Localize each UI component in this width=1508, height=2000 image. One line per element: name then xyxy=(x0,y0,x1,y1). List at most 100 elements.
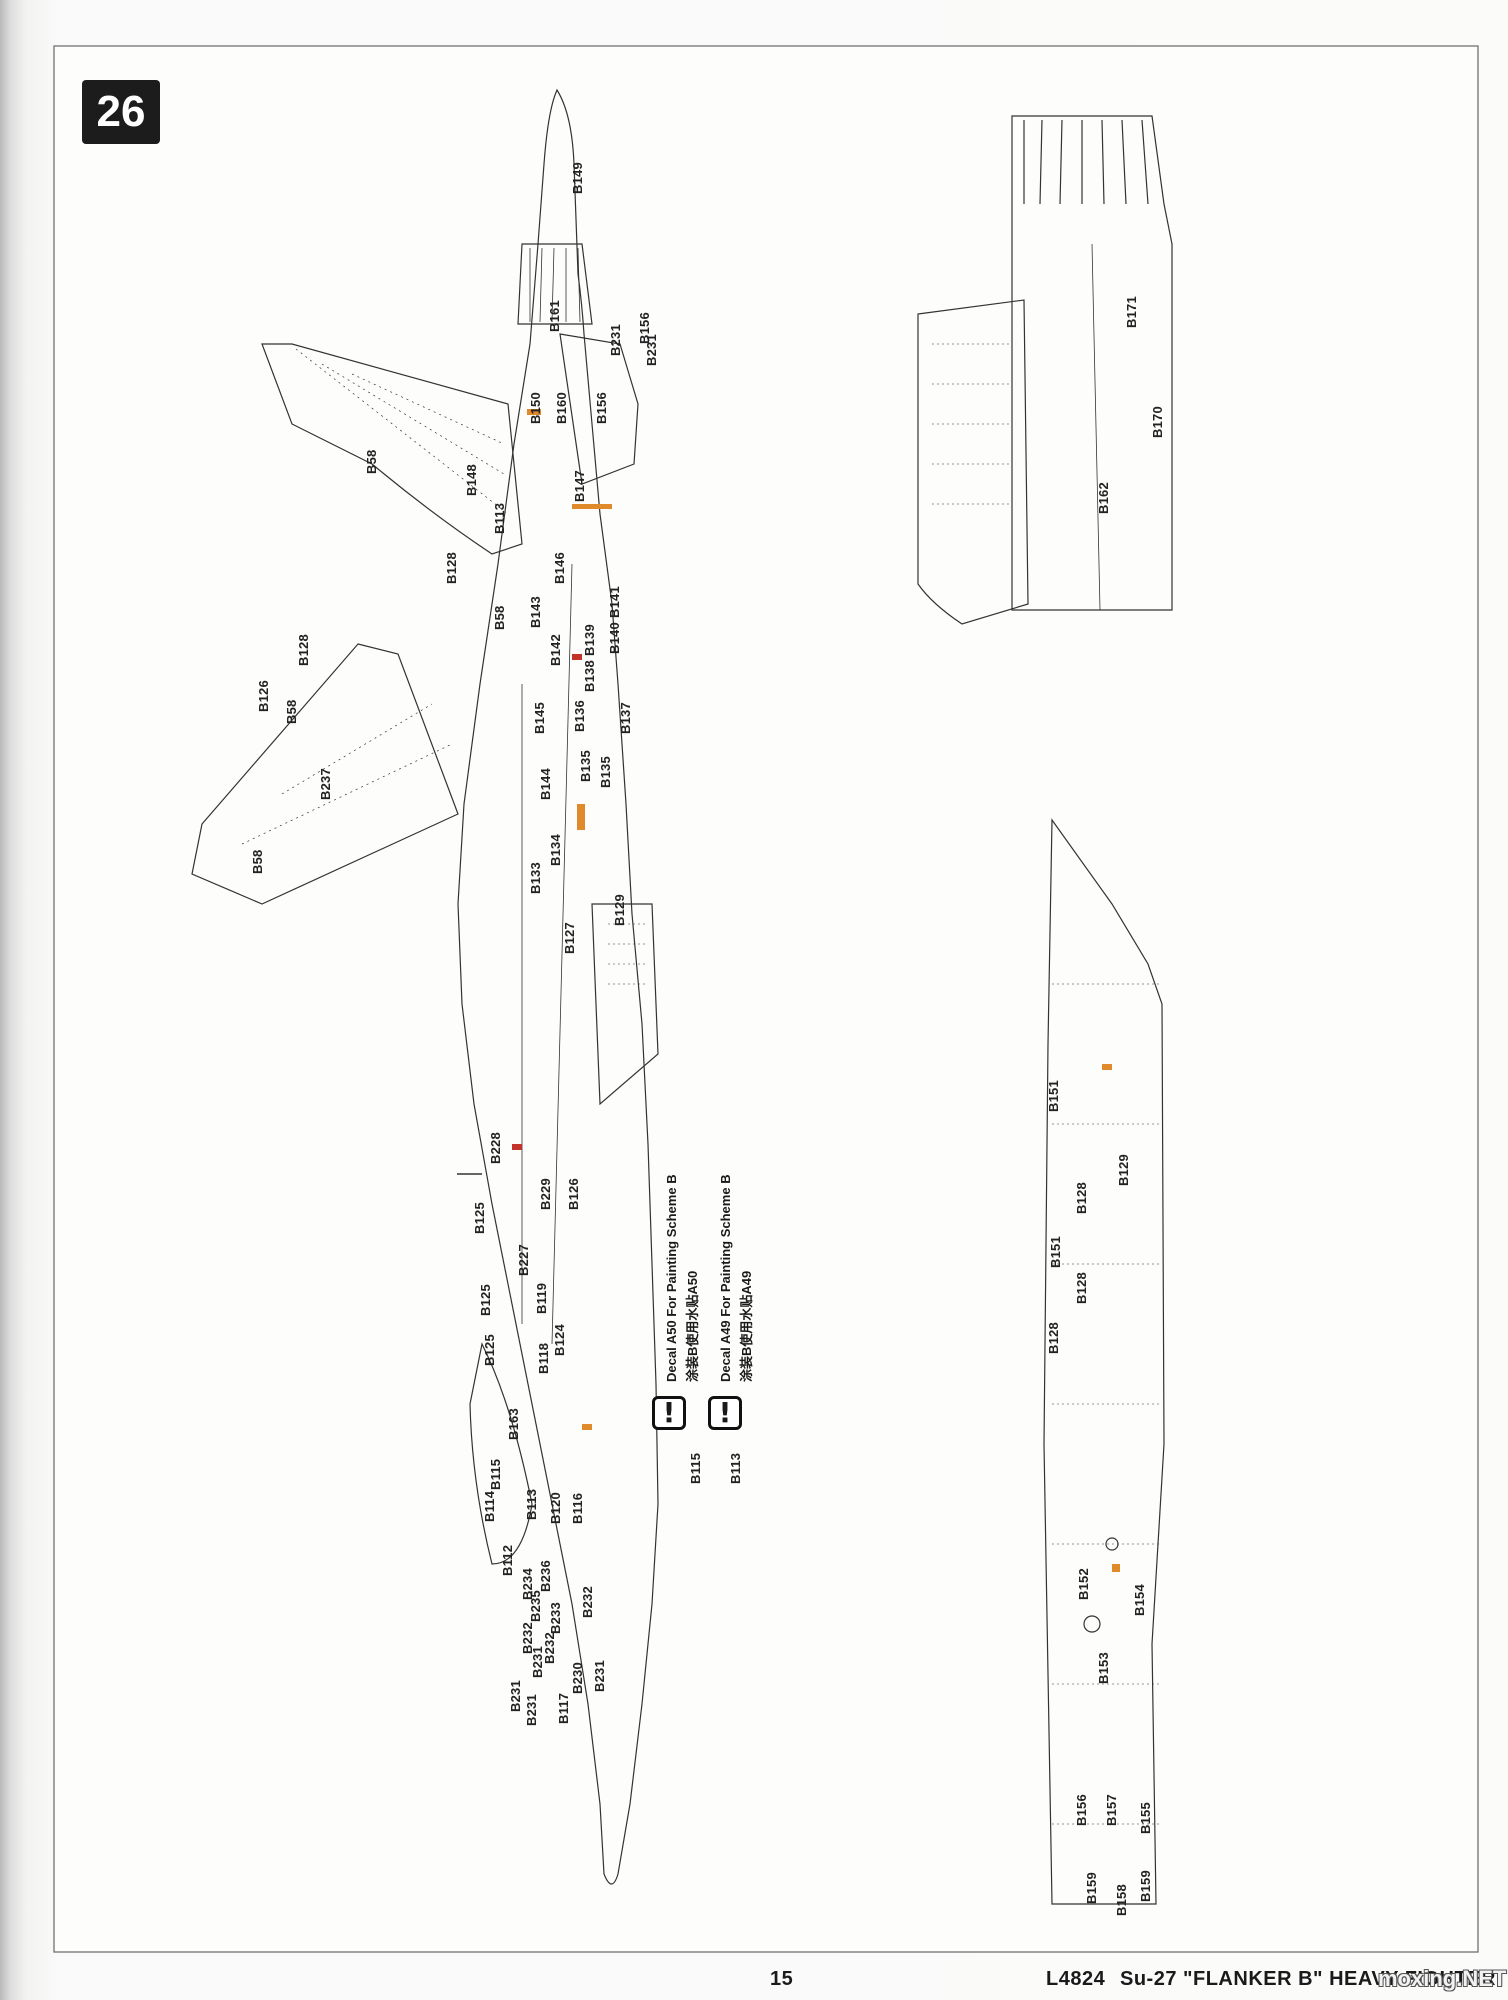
callout-label: B233 xyxy=(548,1602,563,1634)
callout-label: B142 xyxy=(548,634,563,666)
callout-label: B231 xyxy=(644,334,659,366)
callout-label: B58 xyxy=(492,605,507,630)
warning-icon: ! xyxy=(652,1396,686,1430)
callout-label: B159 xyxy=(1138,1870,1153,1902)
callout-label: B124 xyxy=(552,1324,567,1356)
callout-label: B136 xyxy=(572,700,587,732)
wing-upper xyxy=(261,343,523,555)
callout-label: B157 xyxy=(1104,1794,1119,1826)
callout-label: B237 xyxy=(318,768,333,800)
callout-label: B148 xyxy=(464,464,479,496)
wing-lower xyxy=(191,643,459,905)
callout-label: B141 xyxy=(607,586,622,618)
note-text-cn: 涂装B使用水贴A49 xyxy=(739,1270,754,1382)
callout-label: B150 xyxy=(528,392,543,424)
callout-label: B159 xyxy=(1084,1872,1099,1904)
callout-label: B145 xyxy=(532,702,547,734)
watermark: moxing.NET xyxy=(1378,1966,1507,1991)
callout-label: B149 xyxy=(570,162,585,194)
callout-label: B147 xyxy=(572,470,587,502)
callout-label: B113 xyxy=(524,1488,539,1520)
callout-label: B152 xyxy=(1076,1568,1091,1600)
page-number: 15 xyxy=(770,1968,794,1990)
callout-label: B128 xyxy=(1074,1272,1089,1304)
callout-label: B231 xyxy=(508,1680,523,1712)
callout-label: B230 xyxy=(570,1662,585,1694)
engine-nozzle xyxy=(517,243,593,325)
callout-label: B135 xyxy=(578,750,593,782)
callout-label: B127 xyxy=(562,922,577,954)
callout-label: B114 xyxy=(482,1490,497,1522)
tail-detail-wing xyxy=(917,299,1029,625)
callout-label: B113 xyxy=(492,502,507,534)
footer-title: Su-27 "FLANKER B" HEAVY FIGHTER xyxy=(1120,1968,1496,1990)
step-number-badge: 26 xyxy=(82,80,160,144)
callout-label: B232 xyxy=(580,1586,595,1618)
callout-label: B146 xyxy=(552,552,567,584)
side-detail-view xyxy=(1043,818,1165,1905)
callout-label: B231 xyxy=(524,1694,539,1726)
note-part-label: B113 xyxy=(728,1452,743,1484)
callout-label: B135 xyxy=(598,756,613,788)
callout-label: B119 xyxy=(534,1282,549,1314)
callout-label: B160 xyxy=(554,392,569,424)
callout-label: B155 xyxy=(1138,1802,1153,1834)
callout-label: B125 xyxy=(482,1334,497,1366)
callout-label: B125 xyxy=(478,1284,493,1316)
callout-label: B133 xyxy=(528,862,543,894)
callout-label: B154 xyxy=(1132,1584,1147,1616)
decal-marks xyxy=(512,409,1120,1572)
callout-label: B144 xyxy=(538,768,553,800)
aircraft-top-view xyxy=(191,88,659,1885)
callout-label: B128 xyxy=(444,552,459,584)
callout-label: B128 xyxy=(296,634,311,666)
side-detail-outline xyxy=(1043,818,1165,1905)
callout-label: B116 xyxy=(570,1492,585,1524)
callout-label: B227 xyxy=(516,1244,531,1276)
callout-label: B161 xyxy=(547,300,562,332)
callout-label: B231 xyxy=(592,1660,607,1692)
callout-label: B138 xyxy=(582,660,597,692)
callout-label: B139 xyxy=(582,624,597,656)
note-text: Decal A49 For Painting Scheme B xyxy=(718,1174,733,1382)
callout-label: B128 xyxy=(1074,1182,1089,1214)
callout-label: B151 xyxy=(1048,1236,1063,1268)
callout-label: B170 xyxy=(1150,406,1165,438)
callout-label: B158 xyxy=(1114,1884,1129,1916)
tail-detail-outline xyxy=(1011,115,1173,611)
callout-label: B236 xyxy=(538,1560,553,1592)
note-text-cn: 涂装B使用水贴A50 xyxy=(685,1270,700,1382)
callout-label: B58 xyxy=(284,699,299,724)
sheet-drawing xyxy=(53,45,1479,1953)
callout-label: B231 xyxy=(608,324,623,356)
callout-label: B126 xyxy=(566,1178,581,1210)
callout-label: B115 xyxy=(488,1458,503,1490)
callout-label: B128 xyxy=(1046,1322,1061,1354)
callout-label: B140 xyxy=(607,622,622,654)
callout-label: B129 xyxy=(612,894,627,926)
callout-label: B112 xyxy=(500,1544,515,1576)
callout-label: B117 xyxy=(556,1692,571,1724)
callout-label: B229 xyxy=(538,1178,553,1210)
callout-label: B235 xyxy=(528,1590,543,1622)
fuselage-outline xyxy=(457,88,659,1885)
callout-label: B228 xyxy=(488,1132,503,1164)
note-text: Decal A50 For Painting Scheme B xyxy=(664,1174,679,1382)
callout-label: B58 xyxy=(250,849,265,874)
callout-label: B163 xyxy=(506,1408,521,1440)
cockpit-canopy xyxy=(469,1342,533,1565)
sheet-border xyxy=(53,45,1479,1953)
callout-label: B129 xyxy=(1116,1154,1131,1186)
callout-label: B118 xyxy=(536,1342,551,1374)
footer-model-number: L4824 xyxy=(1046,1968,1106,1990)
instruction-sheet: B149 B161 B231 B156 B231 B150 B160 B156 … xyxy=(52,44,1488,1980)
callout-label: B125 xyxy=(472,1202,487,1234)
callout-label: B153 xyxy=(1096,1652,1111,1684)
callout-label: B156 xyxy=(594,392,609,424)
callout-label: B171 xyxy=(1124,296,1139,328)
intake-detail xyxy=(591,903,659,1106)
callout-label: B232 xyxy=(542,1632,557,1664)
callout-label: B58 xyxy=(364,449,379,474)
warning-icon: ! xyxy=(708,1396,742,1430)
callout-label: B126 xyxy=(256,680,271,712)
